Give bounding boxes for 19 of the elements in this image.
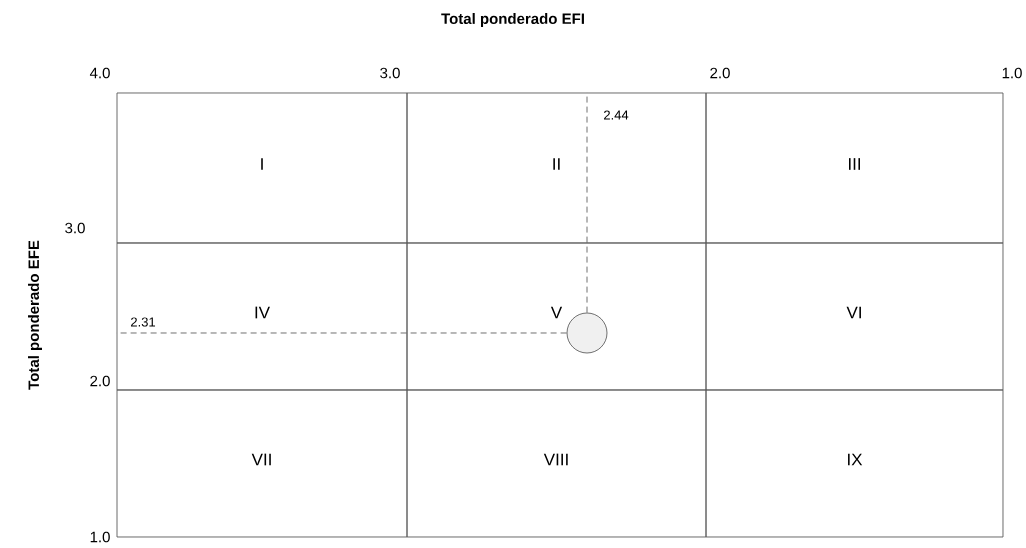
- tick-label: 3.0: [380, 67, 400, 79]
- value-label: 2.31: [129, 316, 157, 328]
- value-label: 2.44: [602, 109, 630, 121]
- axis-title: Total ponderado EFE: [28, 240, 42, 390]
- tick-label: 1.0: [90, 531, 110, 543]
- quadrant-cell: IX: [705, 389, 1004, 538]
- tick-label: 4.0: [89, 67, 110, 79]
- tick-label: 2.0: [710, 67, 730, 79]
- tick-label: 1.0: [1002, 67, 1022, 79]
- position-marker: [566, 312, 608, 354]
- axis-title: Total ponderado EFI: [441, 13, 584, 27]
- quadrant-cell: I: [116, 92, 408, 244]
- quadrant-cell: V: [406, 242, 707, 391]
- quadrant-cell: VI: [705, 242, 1004, 391]
- tick-label: 2.0: [90, 375, 110, 387]
- quadrant-cell: VIII: [406, 389, 707, 538]
- tick-label: 3.0: [65, 222, 85, 234]
- quadrant-cell: III: [705, 92, 1004, 244]
- quadrant-cell: VII: [116, 389, 408, 538]
